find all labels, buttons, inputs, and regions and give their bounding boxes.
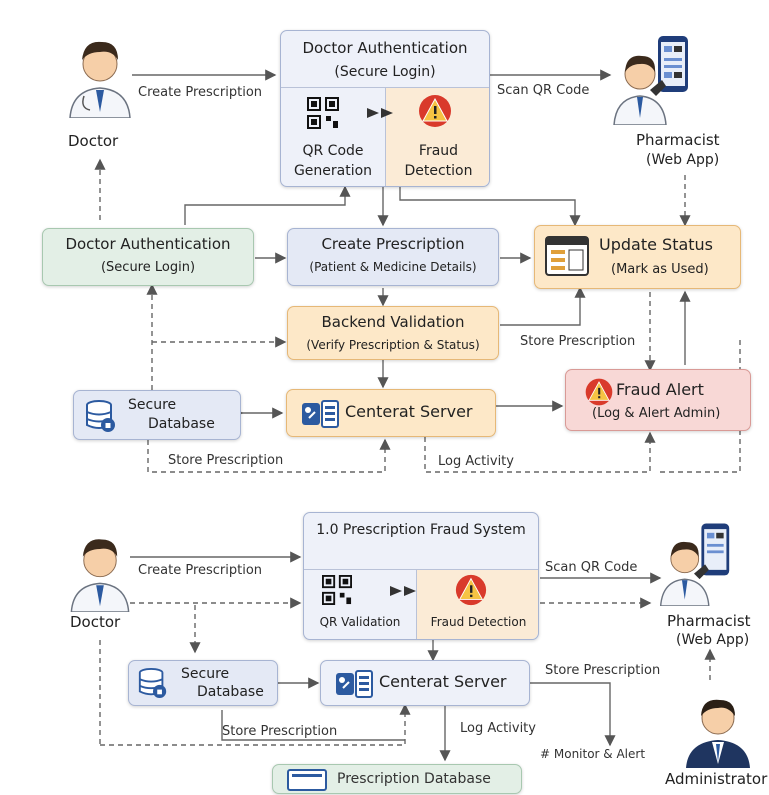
update-status-box: Update Status (Mark as Used) (534, 225, 741, 289)
doctor-authentication-box: Doctor Authentication (Secure Login) (42, 228, 254, 286)
pharmacist-sub: (Web App) (676, 632, 750, 648)
box-subtitle: (Verify Prescription & Status) (306, 338, 480, 352)
backend-validation-box: Backend Validation (Verify Prescription … (287, 306, 499, 360)
box-subtitle: (Secure Login) (100, 260, 196, 275)
box-title: Doctor Authentication (65, 235, 231, 253)
alarm-bell-icon (417, 93, 453, 133)
box-subtitle: (Mark as Used) (611, 262, 709, 277)
doctor-label: Doctor (68, 132, 119, 150)
database-icon (84, 399, 118, 437)
alarm-bell-icon (454, 573, 488, 611)
database-form-icon (287, 769, 327, 795)
pharmacist-avatar-icon (610, 30, 690, 129)
create-prescription-box: Create Prescription (Patient & Medicine … (287, 228, 499, 286)
qr-line2: Generation (293, 163, 373, 179)
alarm-bell-icon (584, 377, 614, 411)
pharmacist-label: Pharmacist (636, 131, 720, 149)
pharmacist-label: Pharmacist (667, 612, 751, 630)
pharmacist-sub: (Web App) (646, 152, 720, 168)
edge-store-prescription: Store Prescription (520, 334, 636, 349)
edge-scan-qr-code: Scan QR Code (545, 560, 638, 575)
edge-monitor-alert: # Monitor & Alert (540, 747, 646, 761)
database-icon (137, 667, 169, 703)
edge-log-activity: Log Activity (438, 454, 514, 469)
qr-line1: QR Code (302, 143, 364, 159)
secure-database-box: Secure Database (128, 660, 278, 706)
status-form-icon (545, 236, 589, 280)
server-icon (335, 670, 373, 702)
secure-database-box: Secure Database (73, 390, 241, 440)
box-title: Create Prescription (321, 235, 465, 253)
arrow-right-icon (367, 105, 397, 125)
fraud-line2: Detection (404, 163, 473, 179)
edge-log-activity: Log Activity (460, 721, 536, 736)
db-line2: Database (148, 416, 215, 432)
prescription-database-label: Prescription Database (337, 771, 491, 787)
arrow-right-icon (390, 583, 420, 603)
qr-validation-label: QR Validation (319, 615, 401, 629)
db-line1: Secure (181, 666, 230, 682)
fraud-detection-label: Fraud Detection (430, 615, 527, 629)
connector-layer (94, 69, 741, 762)
edge-create-prescription: Create Prescription (138, 563, 263, 578)
central-server-box: Centerat Server (286, 389, 496, 437)
box-title: Fraud Alert (616, 380, 704, 399)
doctor-authentication-panel: Doctor Authentication (Secure Login) QR … (280, 30, 490, 187)
prescription-fraud-system-box: 1.0 Prescription Fraud System QR Validat… (303, 512, 539, 640)
fraud-alert-box: Fraud Alert (Log & Alert Admin) (565, 369, 751, 431)
box-title: Backend Validation (321, 313, 465, 331)
doctor-label: Doctor (70, 613, 121, 631)
server-icon (301, 400, 339, 432)
doctor-avatar-icon (62, 528, 138, 616)
administrator-label: Administrator (665, 770, 768, 788)
system-title: 1.0 Prescription Fraud System (316, 522, 526, 538)
panel-subtitle: (Secure Login) (334, 64, 436, 80)
db-line1: Secure (128, 397, 177, 413)
doctor-avatar-icon (62, 30, 138, 122)
box-title: Update Status (599, 235, 714, 254)
qr-code-icon (322, 575, 352, 609)
box-subtitle: (Patient & Medicine Details) (309, 260, 477, 274)
box-subtitle: (Log & Alert Admin) (592, 406, 721, 421)
fraud-line1: Fraud (418, 143, 459, 159)
edge-create-prescription: Create Prescription (138, 85, 263, 100)
edge-scan-qr-code: Scan QR Code (497, 83, 590, 98)
db-line2: Database (197, 684, 264, 700)
server-label: Centerat Server (345, 402, 473, 421)
pharmacist-avatar-icon (654, 518, 734, 610)
administrator-avatar-icon (680, 688, 756, 772)
edge-store-prescription: Store Prescription (545, 663, 661, 678)
edge-store-prescription-bottom: Store Prescription (168, 453, 284, 468)
central-server-box: Centerat Server (320, 660, 530, 706)
server-label: Centerat Server (379, 672, 507, 691)
prescription-database-box: Prescription Database (272, 764, 522, 794)
qr-code-icon (307, 97, 339, 133)
panel-title: Doctor Authentication (302, 39, 468, 57)
edge-store-prescription-bottom: Store Prescription (222, 724, 338, 739)
